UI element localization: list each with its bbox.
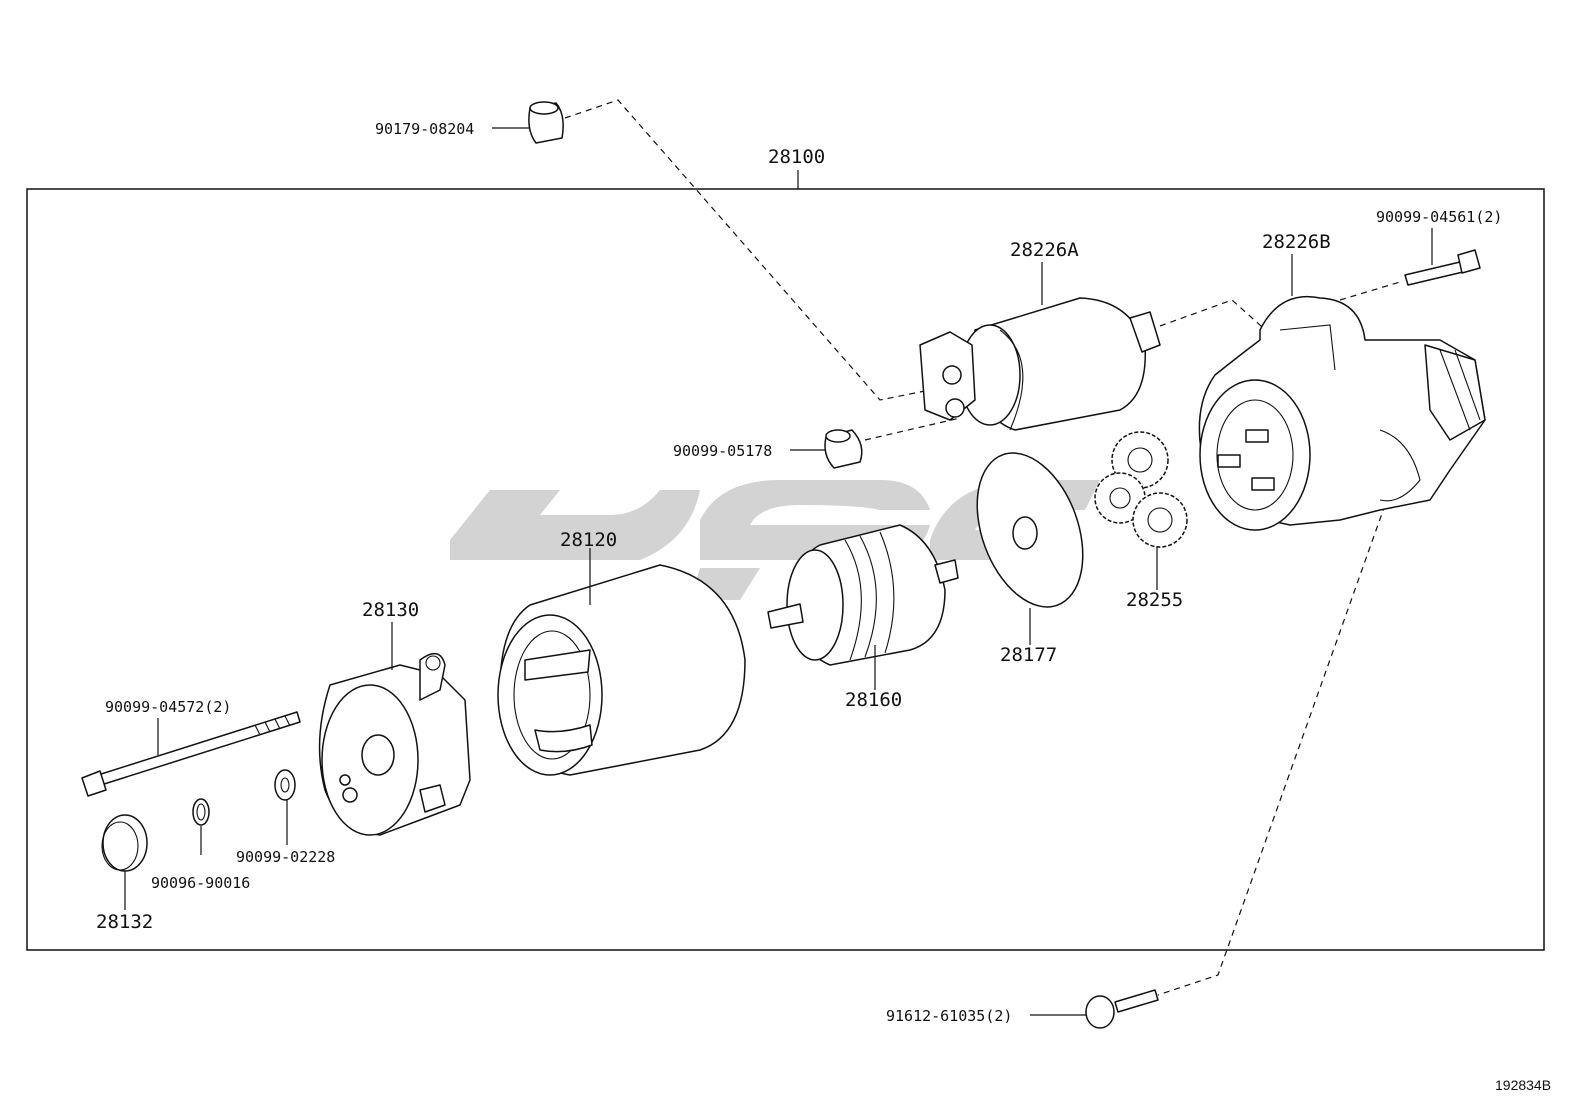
label-90099-04572: 90099-04572(2) [105,698,231,716]
thru-bolt-90099-04572 [81,711,301,797]
label-28226A: 28226A [1010,239,1079,261]
relation-lines [564,99,1401,996]
label-28100: 28100 [768,146,825,168]
solenoid-28226A [919,262,1161,431]
planetary-gears-28255 [1094,431,1188,590]
label-28120: 28120 [560,529,617,551]
washer-90099-02228 [274,769,296,845]
label-90099-04561: 90099-04561(2) [1376,208,1502,226]
label-28160: 28160 [845,689,902,711]
washer-disc-28177 [976,452,1084,645]
bolt-90099-04561 [1404,228,1481,286]
label-90179-08204: 90179-08204 [375,120,474,138]
armature-28160 [767,524,959,690]
figure-id: 192834B [1495,1077,1551,1093]
bolt-90179-08204 [492,101,564,144]
bolt-90099-05178 [790,429,863,469]
label-28255: 28255 [1126,589,1183,611]
label-28226B: 28226B [1262,231,1331,253]
cap-28132 [101,814,148,910]
label-90099-05178: 90099-05178 [673,442,772,460]
label-90099-02228: 90099-02228 [236,848,335,866]
end-frame-28130 [318,622,471,836]
bolt-91612-61035 [1030,989,1159,1029]
label-28132: 28132 [96,911,153,933]
label-91612-61035: 91612-61035(2) [886,1007,1012,1025]
housing-28226B [1198,254,1486,531]
clip-90096-90016 [192,798,210,855]
label-90096-90016: 90096-90016 [151,874,250,892]
label-28130: 28130 [362,599,419,621]
assembly-frame [26,188,1545,951]
label-28177: 28177 [1000,644,1057,666]
yoke-28120 [497,548,746,776]
